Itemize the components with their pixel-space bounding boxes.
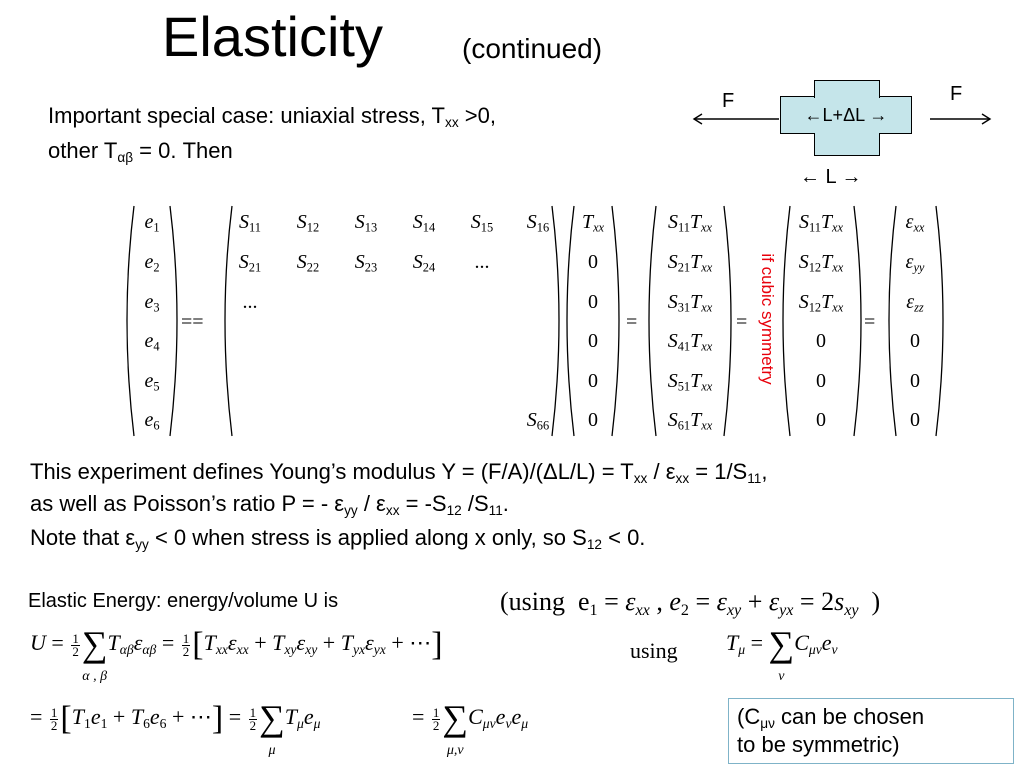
cubic-zero: 0 (816, 409, 826, 431)
compliance-s21: S21 (238, 251, 262, 275)
symmetric-note-box: (Cμν can be chosen to be symmetric) (728, 698, 1014, 764)
stress-zero: 0 (588, 370, 598, 392)
stress-zero: 0 (588, 330, 598, 352)
col3-left-paren (888, 205, 897, 437)
strain-eps-xx: εxx (905, 211, 925, 235)
cubic-s12-txx: S12Txx (798, 251, 844, 275)
stress-right-paren (611, 205, 620, 437)
strain-eps-yy: εyy (905, 251, 925, 275)
strain-e1: e1 (144, 211, 160, 235)
strain-zero: 0 (910, 330, 920, 352)
stress-txx: Txx (581, 211, 605, 235)
product-s61-txx: S61Txx (667, 409, 713, 433)
original-length-label: ← L → (800, 166, 862, 188)
cubic-symmetry-note: if cubic symmetry (758, 253, 777, 385)
experiment-line-2: as well as Poisson’s ratio P = - εyy / ε… (30, 491, 509, 519)
strain-e4: e4 (144, 330, 160, 354)
force-left-label: F (722, 90, 735, 112)
compliance-s16: S16 (526, 211, 550, 235)
equals-2: = (736, 311, 748, 333)
col1-right-paren (723, 205, 732, 437)
equals-1: = (626, 311, 638, 333)
product-s11-txx: S11Txx (667, 211, 713, 235)
stress-zero: 0 (588, 251, 598, 273)
col2-left-paren (782, 205, 791, 437)
compliance-s11: S11 (239, 211, 261, 235)
cubic-zero: 0 (816, 370, 826, 392)
col2-right-paren (853, 205, 862, 437)
compliance-left-paren (224, 205, 233, 437)
energy-label: Elastic Energy: energy/volume U is (28, 590, 339, 612)
strain-zero: 0 (910, 370, 920, 392)
product-s41-txx: S41Txx (667, 330, 713, 354)
symmetric-note-line-2: to be symmetric) (737, 732, 900, 757)
cubic-zero: 0 (816, 330, 826, 352)
cubic-s12-txx: S12Txx (798, 291, 844, 315)
experiment-line-3: Note that εyy < 0 when stress is applied… (30, 525, 646, 553)
page-title: Elasticity (162, 5, 383, 68)
col1-left-paren (648, 205, 657, 437)
using-label: using (630, 638, 678, 663)
compliance-s22: S22 (296, 251, 320, 275)
compliance-s12: S12 (296, 211, 320, 235)
stress-zero: 0 (588, 409, 598, 431)
intro-line-2: other Tαβ = 0. Then (48, 138, 233, 166)
intro-line-1: Important special case: uniaxial stress,… (48, 103, 496, 131)
product-s31-txx: S31Txx (667, 291, 713, 315)
strain-e2: e2 (144, 251, 160, 275)
force-right-label: F (950, 83, 963, 105)
product-s21-txx: S21Txx (667, 251, 713, 275)
compliance-ellipsis: ... (474, 251, 490, 273)
rod-fill (781, 97, 911, 133)
cubic-s11-txx: S11Txx (798, 211, 844, 235)
stress-zero: 0 (588, 291, 598, 313)
lhs-right-paren (169, 205, 178, 437)
strain-eps-zz: εzz (906, 291, 924, 315)
equals-3: = (864, 311, 876, 333)
matrix-brackets (126, 205, 944, 437)
double-equals: == (181, 311, 204, 333)
strain-e5: e5 (144, 370, 160, 394)
compliance-s24: S24 (412, 251, 436, 275)
symmetric-note-line-1: (Cμν can be chosen (737, 704, 925, 732)
force-arrows (692, 113, 992, 125)
compliance-s66: S66 (526, 409, 550, 433)
product-s51-txx: S51Txx (667, 370, 713, 394)
force-right-arrowhead (981, 113, 992, 125)
page-subtitle: (continued) (462, 33, 603, 64)
force-left-arrowhead (692, 113, 703, 125)
col3-right-paren (935, 205, 944, 437)
stress-left-paren (566, 205, 575, 437)
strain-e6: e6 (144, 409, 160, 433)
voigt-definition: (using e1 = εxx , e2 = εxy + εyx = 2sxy … (500, 587, 881, 619)
compliance-right-paren (551, 205, 560, 437)
compliance-s13: S13 (354, 211, 378, 235)
compliance-ellipsis: ... (242, 291, 258, 313)
lhs-left-paren (126, 205, 135, 437)
experiment-line-1: This experiment defines Young’s modulus … (30, 459, 768, 487)
rod-length-label: ←L+ΔL → (804, 105, 888, 125)
strain-zero: 0 (910, 409, 920, 431)
compliance-s15: S15 (470, 211, 494, 235)
compliance-s14: S14 (412, 211, 436, 235)
compliance-s23: S23 (354, 251, 378, 275)
strain-e3: e3 (144, 291, 160, 315)
